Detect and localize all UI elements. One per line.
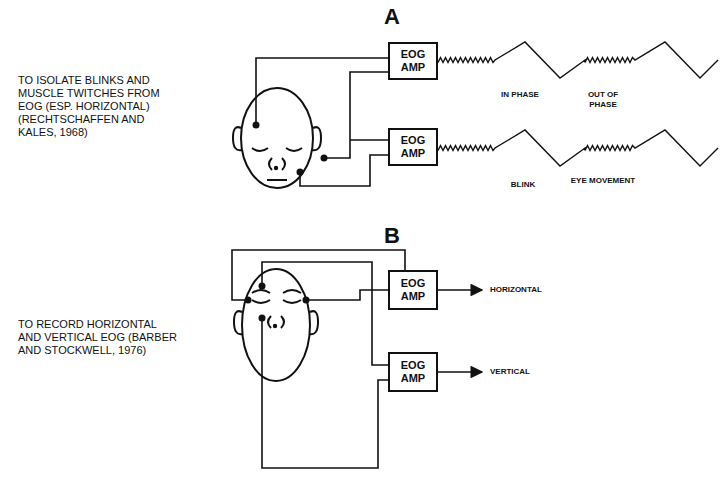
trace-label: BLINK (500, 180, 546, 190)
amplifier-box: EOG AMP (388, 270, 438, 310)
head-a (233, 88, 321, 188)
amplifier-box: EOG AMP (388, 128, 438, 166)
panel-note: TO RECORD HORIZONTAL AND VERTICAL EOG (B… (18, 318, 178, 357)
head-b (234, 269, 318, 381)
amplifier-box: EOG AMP (388, 42, 438, 80)
electrode-wires-a (256, 58, 388, 186)
trace-label: IN PHASE (497, 90, 543, 100)
panel-letter: A (377, 4, 407, 30)
waveforms (438, 42, 718, 166)
panel-letter: B (377, 223, 407, 249)
output-label: VERTICAL (490, 367, 590, 377)
panel-note: TO ISOLATE BLINKS AND MUSCLE TWITCHES FR… (18, 74, 168, 139)
amplifier-label: EOG AMP (396, 134, 430, 160)
output-label: HORIZONTAL (490, 285, 590, 295)
trace-label: EYE MOVEMENT (568, 176, 638, 186)
electrodes-a (253, 122, 328, 176)
amplifier-label: EOG AMP (396, 277, 430, 303)
amplifier-label: EOG AMP (396, 359, 430, 385)
amplifier-label: EOG AMP (396, 48, 430, 74)
electrode-wires-b (232, 250, 482, 468)
signal-trace (438, 42, 718, 78)
electrodes-b (245, 283, 310, 322)
signal-trace (438, 130, 718, 166)
trace-label: OUT OF PHASE (575, 90, 631, 110)
amplifier-box: EOG AMP (388, 352, 438, 392)
